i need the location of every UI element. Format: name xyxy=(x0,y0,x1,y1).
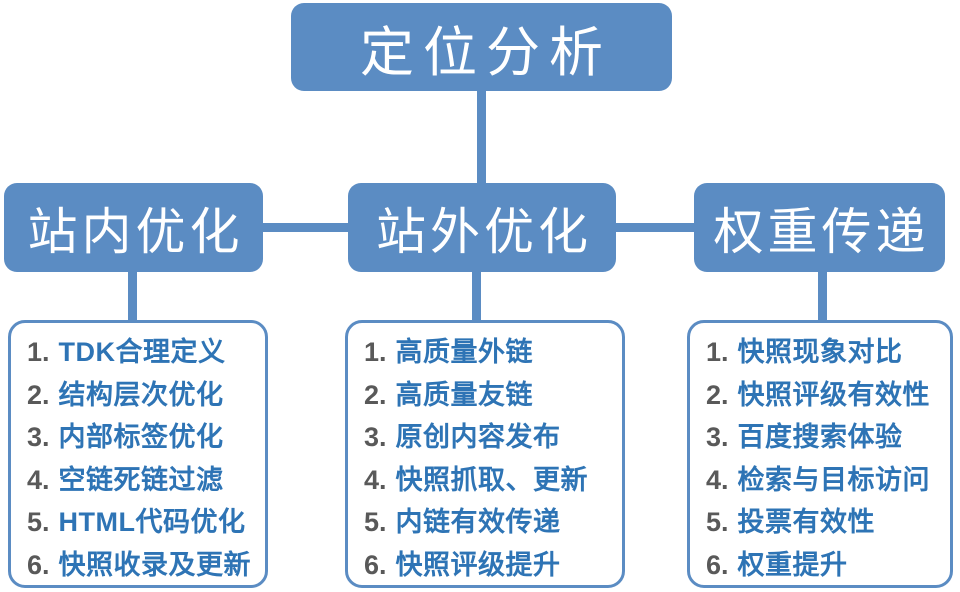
item-text: 快照评级有效性 xyxy=(737,379,931,410)
item-number: 4. xyxy=(364,464,387,495)
list-item: 3. 原创内容发布 xyxy=(364,416,622,459)
item-text: 结构层次优化 xyxy=(58,379,224,410)
item-text: 检索与目标访问 xyxy=(737,464,931,495)
connector-right-branch-to-list xyxy=(818,270,827,322)
list-item: 3. 百度搜索体验 xyxy=(706,416,950,459)
list-item: 1. 高质量外链 xyxy=(364,331,622,374)
connector-left-to-center xyxy=(260,223,350,232)
item-number: 6. xyxy=(706,549,729,580)
list-item: 6. 权重提升 xyxy=(706,544,950,586)
list-box-onsite: 1. TDK合理定义 2. 结构层次优化 3. 内部标签优化 4. 空链死链过滤 5. HTML代… xyxy=(8,320,268,588)
list-item: 5. 内链有效传递 xyxy=(364,501,622,544)
item-number: 3. xyxy=(706,422,729,452)
item-text: 权重提升 xyxy=(737,549,848,580)
branch-node-weight-transfer: 权重传递 xyxy=(694,183,945,272)
item-text: 快照现象对比 xyxy=(737,337,903,367)
item-text: HTML代码优化 xyxy=(58,507,246,537)
list-item: 1. TDK合理定义 xyxy=(27,331,265,374)
list-item: 6. 快照收录及更新 xyxy=(27,544,265,586)
branch-node-onsite: 站内优化 xyxy=(4,183,263,272)
item-text: 空链死链过滤 xyxy=(58,464,224,495)
branch-node-offsite: 站外优化 xyxy=(348,183,616,272)
item-number: 1. xyxy=(706,337,729,367)
list-item: 2. 结构层次优化 xyxy=(27,374,265,417)
connector-center-to-right xyxy=(614,223,696,232)
item-number: 6. xyxy=(364,549,387,580)
item-number: 5. xyxy=(364,507,387,537)
item-number: 4. xyxy=(27,464,50,495)
item-text: TDK合理定义 xyxy=(58,337,226,367)
item-number: 2. xyxy=(364,379,387,410)
branch-node-label: 站外优化 xyxy=(376,203,592,260)
item-text: 百度搜索体验 xyxy=(737,422,903,452)
list-item: 4. 空链死链过滤 xyxy=(27,459,265,502)
root-node: 定位分析 xyxy=(291,3,672,91)
item-text: 投票有效性 xyxy=(737,507,876,537)
list-box-weight-transfer: 1. 快照现象对比 2. 快照评级有效性 3. 百度搜索体验 4. 检索与目标访问 5. 投票有效… xyxy=(687,320,953,588)
item-text: 快照收录及更新 xyxy=(58,549,252,580)
root-node-label: 定位分析 xyxy=(360,22,612,83)
item-number: 5. xyxy=(27,507,50,537)
item-number: 1. xyxy=(364,337,387,367)
item-text: 原创内容发布 xyxy=(395,422,561,452)
list-item: 1. 快照现象对比 xyxy=(706,331,950,374)
list-item: 4. 快照抓取、更新 xyxy=(364,459,622,502)
item-number: 3. xyxy=(27,422,50,452)
list-item: 5. HTML代码优化 xyxy=(27,501,265,544)
item-number: 1. xyxy=(27,337,50,367)
list-item: 2. 快照评级有效性 xyxy=(706,374,950,417)
item-number: 2. xyxy=(27,379,50,410)
list-item: 2. 高质量友链 xyxy=(364,374,622,417)
connector-left-branch-to-list xyxy=(128,270,137,322)
branch-node-label: 权重传递 xyxy=(713,203,930,260)
item-text: 快照评级提升 xyxy=(395,549,561,580)
item-text: 高质量友链 xyxy=(395,379,534,410)
item-number: 3. xyxy=(364,422,387,452)
item-text: 快照抓取、更新 xyxy=(395,464,589,495)
item-text: 内链有效传递 xyxy=(395,507,561,537)
item-text: 内部标签优化 xyxy=(58,422,224,452)
item-number: 6. xyxy=(27,549,50,580)
list-item: 6. 快照评级提升 xyxy=(364,544,622,586)
branch-node-label: 站内优化 xyxy=(27,203,244,260)
item-number: 5. xyxy=(706,507,729,537)
item-text: 高质量外链 xyxy=(395,337,534,367)
item-number: 4. xyxy=(706,464,729,495)
list-item: 3. 内部标签优化 xyxy=(27,416,265,459)
list-item: 4. 检索与目标访问 xyxy=(706,459,950,502)
list-item: 5. 投票有效性 xyxy=(706,501,950,544)
item-number: 2. xyxy=(706,379,729,410)
connector-root-to-center xyxy=(477,90,486,184)
connector-center-branch-to-list xyxy=(472,270,481,322)
list-box-offsite: 1. 高质量外链 2. 高质量友链 3. 原创内容发布 4. 快照抓取、更新 5. 内链有效传递 6… xyxy=(345,320,625,588)
